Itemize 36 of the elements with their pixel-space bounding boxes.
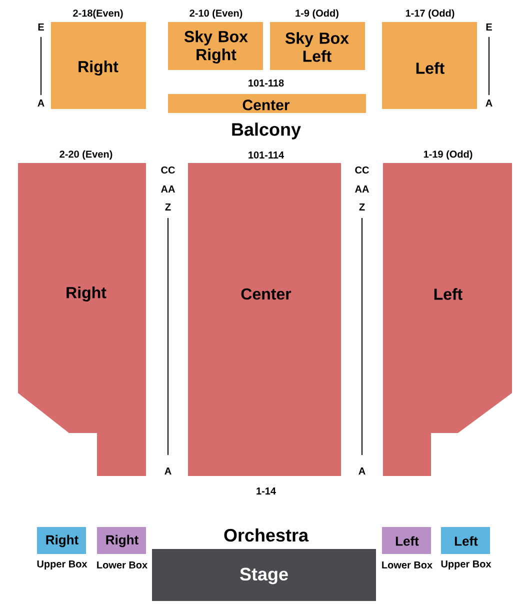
seat-range-label: 2-20 (Even) [60, 150, 112, 160]
seat-range-label: 101-114 [248, 151, 284, 159]
row-label: CC [161, 166, 175, 174]
seat-range-label: 1-9 (Odd) [296, 9, 338, 19]
row-label: Z [359, 204, 365, 210]
row-label: AA [161, 186, 175, 192]
seating-section: Right [51, 22, 146, 109]
seat-range-label: 2-18(Even) [73, 9, 123, 19]
seat-range-label: Upper Box [441, 560, 492, 570]
seat-range-label: 1-17 (Odd) [406, 9, 454, 19]
seat-range-label: 1-19 (Odd) [424, 150, 472, 160]
seating-section: Left [441, 527, 490, 554]
seat-range-label: Upper Box [37, 560, 88, 570]
row-label: CC [355, 166, 369, 174]
seating-section: Left [383, 163, 512, 476]
seating-section: Right [37, 527, 86, 554]
seat-range-label: 1-14 [256, 488, 276, 494]
seating-section: Right [18, 163, 146, 476]
seating-section: Left [382, 22, 477, 109]
seat-range-label: 101-118 [248, 79, 284, 87]
area-title: Orchestra [224, 528, 309, 542]
seating-section: Center [168, 94, 366, 113]
seating-section: Right [97, 527, 146, 554]
seating-section: Sky Box Right [168, 22, 263, 70]
row-label: AA [355, 186, 369, 192]
row-label: A [164, 468, 172, 474]
seating-section: Left [382, 527, 431, 554]
seat-range-label: Lower Box [382, 562, 432, 568]
stage: Stage [152, 549, 376, 601]
row-label: A [358, 468, 366, 474]
seating-section: Center [188, 163, 341, 476]
seat-range-label: 2-10 (Even) [190, 9, 242, 19]
area-title: Balcony [232, 122, 301, 140]
seat-range-label: Lower Box [97, 562, 148, 568]
row-label: Z [165, 204, 171, 210]
seating-section: Sky Box Left [270, 22, 365, 70]
